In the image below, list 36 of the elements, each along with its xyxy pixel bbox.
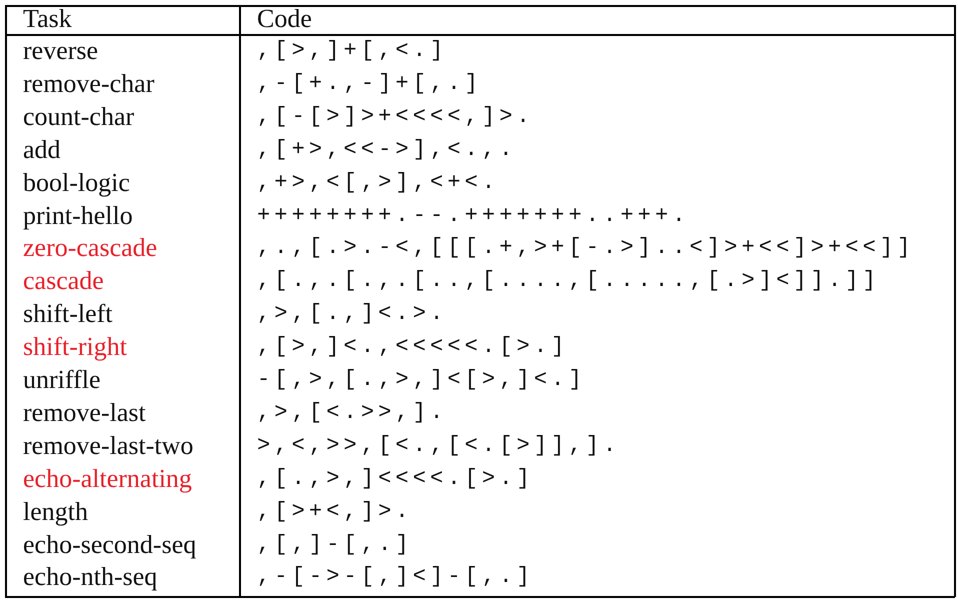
- task-name: reverse: [23, 36, 98, 66]
- task-name: remove-char: [23, 68, 154, 99]
- code-text: ,+>,<[,>],<+<.: [257, 168, 500, 197]
- code-text: ,[>,]<.,<<<<<.[>.]: [257, 333, 568, 362]
- code-text: ,[+>,<<->],<.,.: [257, 136, 517, 164]
- task-name: shift-right: [23, 332, 127, 362]
- task-name: echo-second-seq: [23, 530, 196, 560]
- task-name: cascade: [23, 266, 104, 296]
- code-text: ,-[+.,-]+[,.]: [257, 70, 482, 98]
- code-text: -[,>,[.,>,]<[>,]<.]: [257, 366, 586, 394]
- task-name: remove-last-two: [23, 430, 194, 461]
- code-text: >,<,>>,[<.,[<.[>]],].: [257, 432, 620, 460]
- code-text: ,>,[.,]<.>.: [257, 300, 448, 328]
- code-text: ,[>+<,]>.: [257, 498, 413, 526]
- task-name: length: [23, 496, 88, 527]
- code-text: ++++++++.--.+++++++..+++.: [257, 202, 690, 230]
- column-header: Code: [257, 4, 312, 34]
- code-text: ,[.,.[.,.[..,[....,[.....,[.>]<]].]]: [257, 267, 880, 296]
- code-text: ,[,]-[,.]: [257, 530, 413, 558]
- task-name: add: [23, 134, 61, 165]
- task-name: unriffle: [23, 365, 100, 395]
- code-text: ,>,[<.>>,].: [257, 398, 448, 427]
- task-name: print-hello: [23, 200, 133, 230]
- code-text: ,[.,>,]<<<<.[>.]: [257, 464, 534, 493]
- code-text: ,-[->-[,]<]-[,.]: [257, 563, 534, 592]
- column-header: Task: [23, 4, 72, 34]
- code-text: ,[>,]+[,<.]: [257, 37, 448, 65]
- code-text: ,[-[>]>+<<<<,]>.: [257, 102, 534, 131]
- code-text: ,.,[.>.-<,[[[.+,>+[-.>]..<]>+<<]>+<<]]: [257, 234, 914, 262]
- task-name: echo-alternating: [23, 464, 192, 494]
- task-name: shift-left: [23, 299, 113, 330]
- task-name: bool-logic: [23, 168, 130, 198]
- task-name: echo-nth-seq: [23, 562, 158, 592]
- task-name: zero-cascade: [23, 233, 158, 264]
- task-name: count-char: [23, 102, 134, 132]
- task-name: remove-last: [23, 398, 146, 428]
